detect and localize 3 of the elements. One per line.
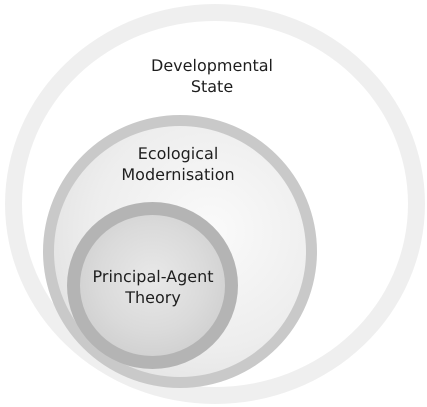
circle-label: Ecological Modernisation [120, 143, 236, 185]
circle-label: Principal-Agent Theory [92, 266, 214, 308]
circle-label: Developmental State [150, 55, 274, 97]
